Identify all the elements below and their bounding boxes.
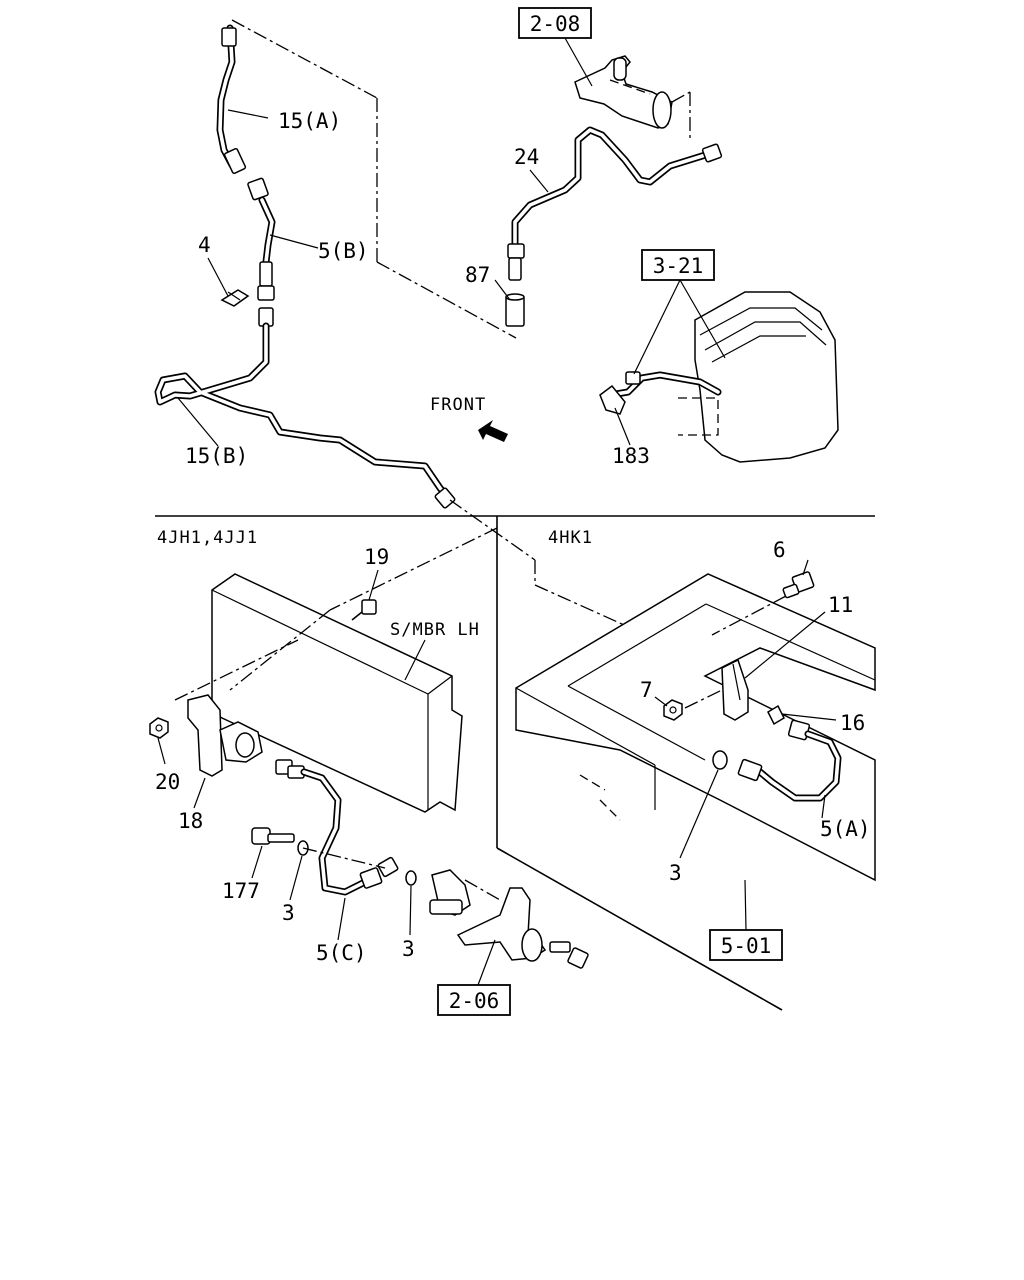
label-15a: 15(A) [278, 109, 341, 133]
nut-7 [663, 689, 723, 721]
label-3-left: 3 [282, 901, 295, 925]
pipe-24 [507, 126, 723, 259]
label-3-mid: 3 [402, 937, 415, 961]
svg-text:2-08: 2-08 [530, 12, 581, 36]
label-5c: 5(C) [316, 941, 367, 965]
connector-87 [505, 257, 525, 327]
hose-5b [247, 177, 276, 301]
reservoir-3-21 [678, 291, 839, 463]
section-dividers [155, 515, 875, 1011]
callout-leaders [157, 37, 837, 986]
front-arrow-icon [478, 420, 508, 442]
clip-16 [767, 704, 785, 726]
bolt-6 [711, 571, 815, 636]
pipe-15b [154, 307, 456, 509]
label-5b: 5(B) [318, 239, 369, 263]
bracket-11 [721, 658, 749, 721]
ref-box-2-08[interactable]: 2-08 [518, 7, 592, 39]
label-18: 18 [178, 809, 203, 833]
part-labels: 15(A) 5(B) 4 24 87 15(B) FRONT 183 4JH1,… [155, 109, 871, 965]
label-6: 6 [773, 538, 786, 562]
slave-cylinder-2-06 [429, 869, 589, 969]
hose-5a [737, 719, 842, 802]
frame-4hk1 [515, 573, 876, 882]
svg-text:5-01: 5-01 [721, 934, 772, 958]
side-member-lh [174, 527, 498, 813]
label-5a: 5(A) [820, 817, 871, 841]
nut-20 [149, 717, 169, 739]
bolt-19 [351, 599, 377, 621]
master-cylinder-2-08 [574, 55, 691, 140]
label-16: 16 [840, 711, 865, 735]
hose-5c [275, 759, 399, 896]
hose-183 [599, 371, 722, 415]
label-11: 11 [828, 593, 853, 617]
bracket-18 [187, 694, 263, 777]
label-engine-4jh1-4jj1: 4JH1,4JJ1 [157, 528, 258, 548]
label-smbr-lh: S/MBR LH [390, 620, 480, 640]
label-4: 4 [198, 233, 211, 257]
label-7: 7 [640, 678, 653, 702]
washers-3 [297, 840, 417, 886]
clip-4 [220, 289, 250, 307]
label-15b: 15(B) [185, 444, 248, 468]
ref-box-3-21[interactable]: 3-21 [641, 249, 715, 281]
svg-text:2-06: 2-06 [449, 989, 500, 1013]
label-183: 183 [612, 444, 650, 468]
ref-box-5-01[interactable]: 5-01 [709, 929, 783, 961]
washer-3-right [712, 750, 728, 770]
label-engine-4hk1: 4HK1 [548, 528, 593, 548]
label-24: 24 [514, 145, 539, 169]
svg-text:3-21: 3-21 [653, 254, 704, 278]
label-177: 177 [222, 879, 260, 903]
label-3-right: 3 [669, 861, 682, 885]
label-19: 19 [364, 545, 389, 569]
ref-box-2-06[interactable]: 2-06 [437, 984, 511, 1016]
label-front: FRONT [430, 395, 486, 415]
bolt-177 [251, 827, 295, 845]
label-87: 87 [465, 263, 490, 287]
label-20: 20 [155, 770, 180, 794]
pipe-15a [216, 24, 247, 175]
